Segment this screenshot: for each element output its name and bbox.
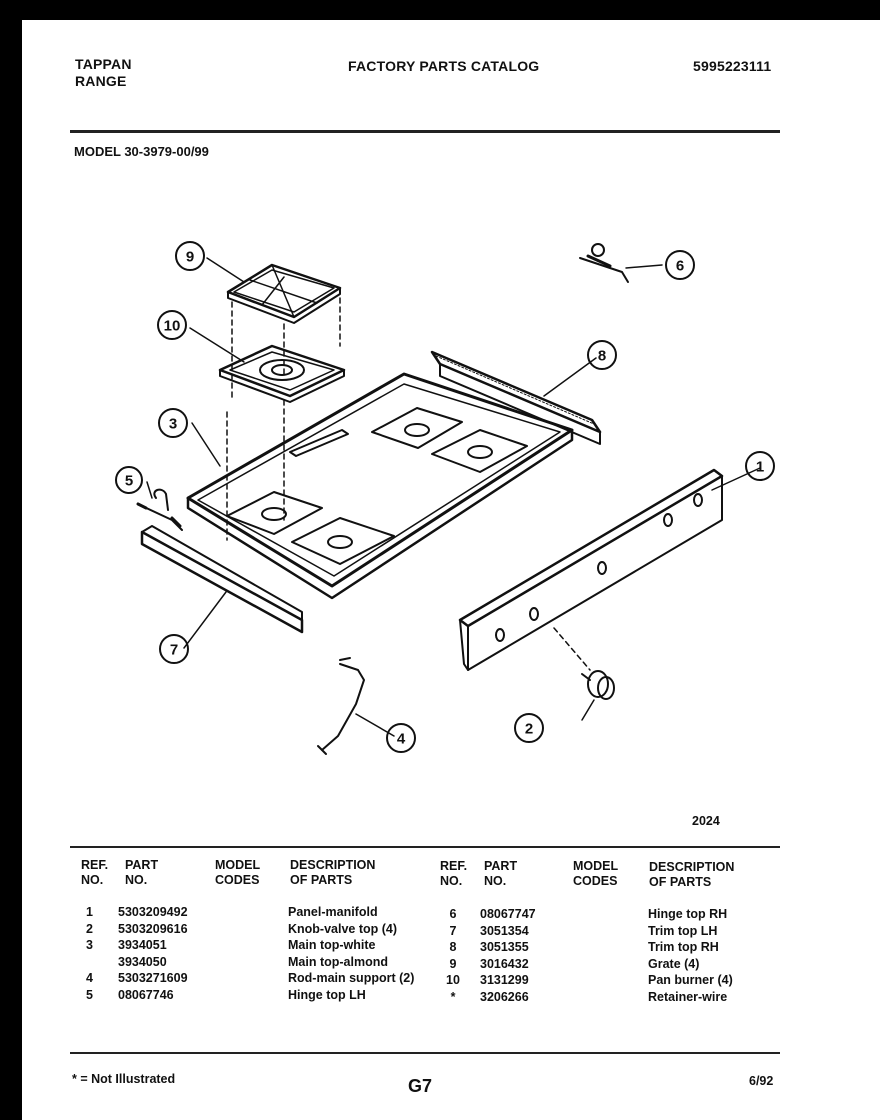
callout-1: 1: [756, 459, 764, 476]
table-cell: 08067747: [480, 907, 536, 921]
model-number: MODEL 30-3979-00/99: [74, 144, 209, 159]
header-description-right: DESCRIPTION OF PARTS: [649, 860, 735, 889]
catalog-number: 5995223111: [693, 58, 772, 74]
table-cell: 3934051: [118, 938, 167, 952]
table-cell: 7: [449, 923, 457, 938]
table-cell: 3: [86, 938, 93, 952]
pan-burner-part: [218, 344, 346, 403]
figure-id: 2024: [692, 814, 720, 828]
table-cell: 3206266: [480, 989, 529, 1004]
table-top-rule: [70, 846, 780, 848]
table-cell: 10: [446, 973, 460, 987]
leader-lines: [146, 257, 761, 737]
table-cell: 2: [86, 921, 93, 936]
callout-2: 2: [525, 721, 533, 738]
table-cell: 4: [86, 971, 93, 985]
callout-4: 4: [397, 731, 406, 748]
table-cell: Rod-main support (2): [288, 971, 415, 985]
callout-8: 8: [598, 348, 606, 365]
table-cell: Pan burner (4): [648, 973, 733, 987]
ref-column-right: 6 7 8 9 10 *: [440, 906, 466, 1005]
part-column-right: 08067747 3051354 3051355 3016432 3131299…: [480, 906, 536, 1005]
main-top-part: [186, 372, 574, 600]
alignment-lines: [226, 297, 591, 671]
header-rule: [70, 130, 780, 133]
table-cell: [86, 954, 106, 971]
footnote: * = Not Illustrated: [72, 1072, 176, 1086]
hinge-top-rh-part: [579, 243, 629, 283]
table-cell: Panel-manifold: [288, 905, 378, 919]
table-cell: Knob-valve top (4): [288, 921, 398, 936]
table-cell: Hinge top RH: [648, 907, 728, 921]
description-column-right: Hinge top RH Trim top LH Trim top RH Gra…: [648, 906, 733, 1005]
header-model-codes-right: MODEL CODES: [573, 859, 619, 888]
exploded-parts-diagram: 9 10 3 5 6 8 1 2 4 7: [115, 241, 775, 755]
table-cell: 8: [449, 940, 457, 954]
header-part-no: PART NO.: [125, 858, 159, 887]
table-cell: 5303209616: [118, 921, 188, 936]
callout-7: 7: [170, 642, 178, 659]
header-part-no-right: PART NO.: [484, 859, 518, 888]
header-model-codes: MODEL CODES: [215, 858, 261, 887]
table-cell: 3934050: [118, 954, 167, 969]
product-type: RANGE: [75, 73, 127, 89]
table-cell: Trim top RH: [648, 940, 719, 954]
table-cell: 3051354: [480, 923, 529, 938]
catalog-title: FACTORY PARTS CATALOG: [348, 58, 540, 74]
trim-top-rh-part: [430, 350, 602, 445]
callout-9: 9: [186, 249, 194, 266]
brand-name: TAPPAN: [75, 56, 132, 72]
table-cell: *: [450, 989, 456, 1004]
trim-top-lh-part: [140, 525, 304, 634]
hinge-top-lh-part: [136, 488, 183, 531]
table-cell: 3131299: [480, 973, 529, 987]
table-cell: Grate (4): [648, 956, 700, 971]
table-cell: Main top-white: [288, 938, 376, 952]
catalog-page: TAPPAN RANGE FACTORY PARTS CATALOG 59952…: [22, 20, 880, 1120]
table-cell: Retainer-wire: [648, 989, 728, 1004]
table-cell: 3051355: [480, 940, 529, 954]
knob-part: [581, 670, 615, 700]
grate-part: [226, 263, 342, 324]
header-ref-no: REF. NO.: [81, 858, 109, 887]
table-cell: 3016432: [480, 956, 529, 971]
callout-10: 10: [164, 318, 181, 335]
callout-3: 3: [169, 416, 177, 433]
table-bottom-rule: [70, 1052, 780, 1054]
panel-manifold-part: [458, 468, 724, 671]
ref-column: 1 2 3 4 5: [86, 904, 106, 1003]
rod-main-support-part: [317, 657, 365, 755]
header-description: DESCRIPTION OF PARTS: [290, 858, 376, 887]
table-cell: Hinge top LH: [288, 987, 366, 1002]
callout-5: 5: [125, 473, 133, 490]
part-column: 5303209492 5303209616 3934051 3934050 53…: [118, 904, 188, 1003]
table-cell: 1: [86, 905, 93, 919]
table-cell: 9: [449, 956, 457, 971]
table-cell: 5: [86, 987, 93, 1002]
description-column: Panel-manifold Knob-valve top (4) Main t…: [288, 904, 414, 1003]
table-cell: 5303209492: [118, 905, 188, 919]
table-cell: 08067746: [118, 987, 174, 1002]
revision-date: 6/92: [749, 1074, 774, 1088]
callout-6: 6: [676, 258, 684, 275]
table-cell: Main top-almond: [288, 954, 388, 969]
table-cell: Trim top LH: [648, 923, 718, 938]
table-cell: 5303271609: [118, 971, 188, 985]
table-cell: 6: [449, 907, 457, 921]
page-number: G7: [408, 1076, 433, 1096]
header-ref-no-right: REF. NO.: [440, 859, 468, 888]
